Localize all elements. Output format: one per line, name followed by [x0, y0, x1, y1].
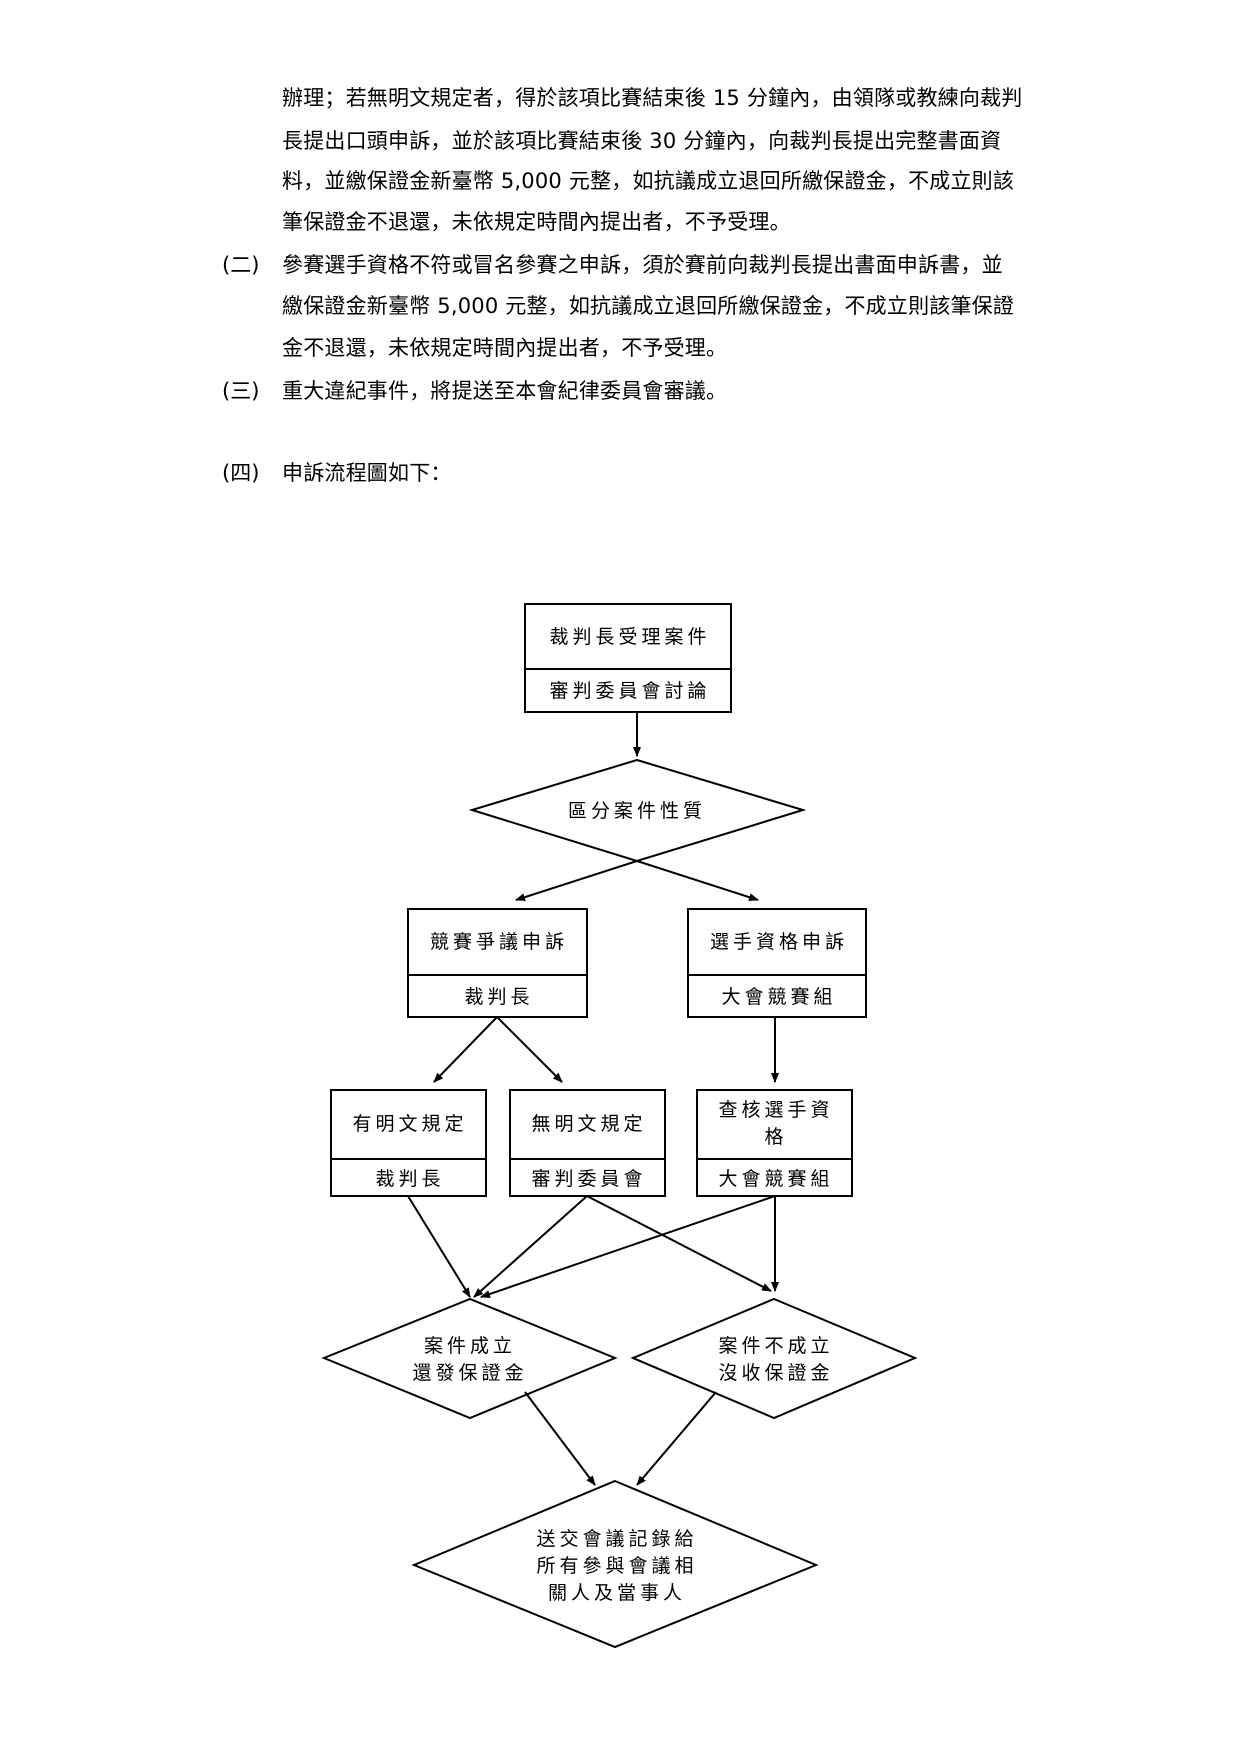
upheld-line-1: 案件成立: [424, 1335, 516, 1357]
arrow: [586, 1195, 772, 1292]
start-title: 裁判長受理案件: [549, 626, 710, 648]
no-explicit-title: 無明文規定: [531, 1113, 646, 1135]
start-subtitle: 審判委員會討論: [549, 680, 710, 702]
paragraph-3-line: 重大違紀事件，將提送至本會紀律委員會審議。: [282, 379, 728, 403]
verify-subtitle: 大會競賽組: [718, 1168, 833, 1190]
item-number-3: (三): [222, 379, 260, 403]
start-box: [524, 603, 732, 713]
arrow: [496, 1016, 563, 1083]
arrow: [473, 1195, 588, 1298]
paragraph-2-line: 金不退還，未依規定時間內提出者，不予受理。: [282, 336, 728, 360]
arrow: [524, 1391, 596, 1486]
rejected-diamond: [630, 1297, 918, 1420]
upheld-line-2: 還發保證金: [412, 1362, 527, 1384]
dispute-subtitle: 裁判長: [464, 986, 533, 1008]
explicit-subtitle: 裁判長: [375, 1168, 444, 1190]
verify-title-2: 格: [764, 1126, 787, 1148]
arrow: [480, 1195, 776, 1298]
paragraph-1-line: 辦理；若無明文規定者，得於該項比賽結束後 15 分鐘內，由領隊或教練向裁判: [282, 86, 1023, 110]
arrow: [636, 860, 759, 902]
dispute-title: 競賽爭議申訴: [430, 931, 568, 953]
rejected-line-1: 案件不成立: [718, 1335, 833, 1357]
arrow: [433, 1016, 498, 1083]
final-line-2: 所有參與會議相: [536, 1555, 697, 1577]
eligibility-subtitle: 大會競賽組: [721, 986, 836, 1008]
classify-label: 區分案件性質: [568, 800, 706, 822]
upheld-diamond: [321, 1297, 618, 1420]
paragraph-1-line: 長提出口頭申訴，並於該項比賽結束後 30 分鐘內，向裁判長提出完整書面資: [282, 129, 1002, 153]
paragraph-2-line: 參賽選手資格不符或冒名參賽之申訴，須於賽前向裁判長提出書面申訴書，並: [282, 253, 1003, 277]
eligibility-title: 選手資格申訴: [710, 931, 848, 953]
verify-title-1: 查核選手資: [718, 1099, 833, 1121]
arrow: [407, 1195, 471, 1298]
final-line-1: 送交會議記錄給: [536, 1528, 697, 1550]
rejected-line-2: 沒收保證金: [718, 1362, 833, 1384]
paragraph-2-line: 繳保證金新臺幣 5,000 元整，如抗議成立退回所繳保證金，不成立則該筆保證: [282, 294, 1015, 318]
arrow: [515, 860, 638, 902]
item-number-4: (四): [222, 461, 260, 485]
arrow: [636, 1391, 717, 1486]
no-explicit-subtitle: 審判委員會: [531, 1168, 646, 1190]
final-line-3: 關人及當事人: [548, 1582, 686, 1604]
paragraph-1-line: 料，並繳保證金新臺幣 5,000 元整，如抗議成立退回所繳保證金，不成立則該: [282, 169, 1015, 193]
final-diamond: [411, 1479, 819, 1649]
item-number-2: (二): [222, 253, 260, 277]
paragraph-1-line: 筆保證金不退還，未依規定時間內提出者，不予受理。: [282, 210, 791, 234]
explicit-title: 有明文規定: [352, 1113, 467, 1135]
paragraph-4-line: 申訴流程圖如下：: [282, 461, 452, 485]
eligibility-box: [687, 908, 867, 1018]
